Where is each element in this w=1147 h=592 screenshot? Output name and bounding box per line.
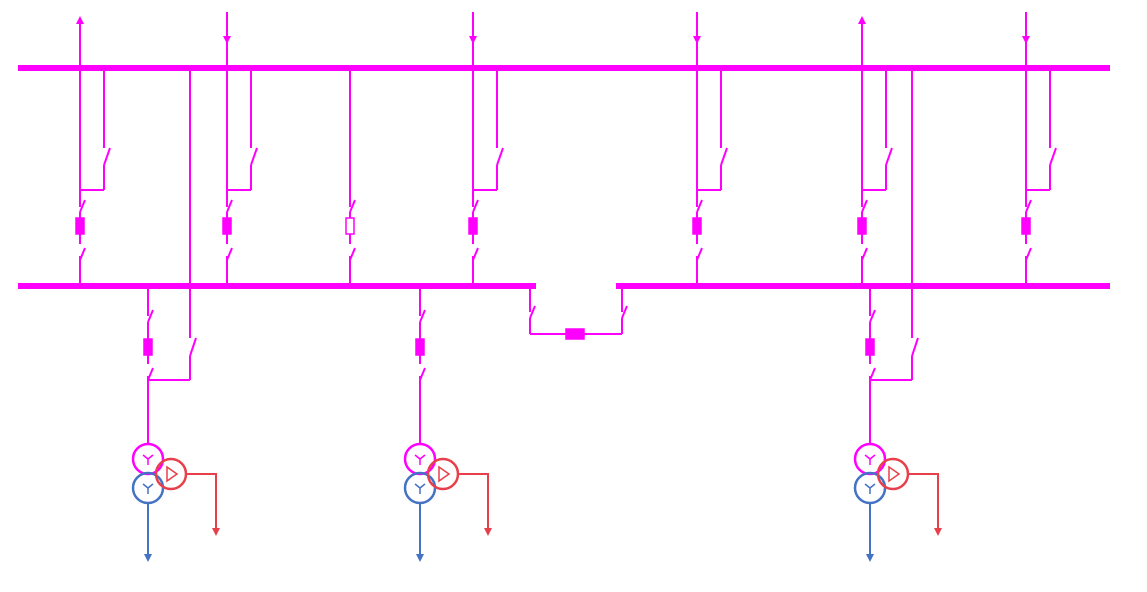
feeder-5-bypass-disconnector-blade [885, 147, 893, 166]
feeder-6-upper-disconnector-blade [1025, 199, 1032, 213]
transformer-2-mv-star-symbol [414, 483, 426, 494]
diagram-layer [18, 12, 1110, 562]
transformer-3-lv-output-lead [908, 473, 939, 528]
transformer-2-lv-delta-symbol [438, 465, 451, 483]
feeder-5-upper-disconnector-blade [861, 199, 868, 213]
feeder-6-bypass-disconnector-blade [1049, 147, 1057, 166]
feeder-2-upper-disconnector-blade [226, 199, 233, 213]
bus-section-breaker [565, 328, 585, 340]
transformer-3-lv-delta-symbol [888, 465, 901, 483]
feeder-1-bypass-disconnector-blade [103, 147, 111, 166]
feeder-3-upper-disconnector-blade [472, 199, 479, 213]
transformer-2-bay-upper-disconnector-blade [419, 309, 426, 323]
bus-section-right-disconnector-blade [621, 305, 628, 319]
closed-breaker-feeder-6 [1021, 217, 1031, 235]
feeder-3-bypass-disconnector-blade [496, 147, 504, 166]
closed-breaker-feeder-3 [468, 217, 478, 235]
bus-coupler-upper-disconnector-blade [349, 199, 356, 213]
transformer-2-lv-output-lead [458, 473, 489, 528]
transformer-3-bypass-disconnector-blade [911, 337, 919, 357]
transformer-1-bypass-disconnector-blade [189, 337, 197, 357]
transformer-1-lv-delta-symbol [166, 465, 179, 483]
feeder-2-bypass-disconnector-blade [250, 147, 258, 166]
transformer-2-lv-winding [426, 457, 460, 491]
feeder-4-bypass-disconnector-blade [720, 147, 728, 166]
transformer-3-lv-winding [876, 457, 910, 491]
open-breaker-bus-coupler [345, 217, 355, 235]
transformer-2-hv-star-symbol [414, 454, 426, 465]
transformer-1-mv-star-symbol [142, 483, 154, 494]
feeder-1-upper-disconnector-blade [79, 199, 86, 213]
transformer-1-hv-star-symbol [142, 454, 154, 465]
feeder-4-upper-disconnector-blade [696, 199, 703, 213]
closed-breaker-transformer-1-bay [143, 338, 153, 356]
transformer-3-mv-star-symbol [864, 483, 876, 494]
closed-breaker-transformer-2-bay [415, 338, 425, 356]
transformer-3-hv-star-symbol [864, 454, 876, 465]
bus-section-left-disconnector-blade [529, 305, 536, 319]
closed-breaker-feeder-5 [857, 217, 867, 235]
closed-breaker-transformer-3-bay [865, 338, 875, 356]
transformer-1-lv-winding [154, 457, 188, 491]
transformer-1-lv-output-lead [186, 473, 217, 528]
closed-breaker-feeder-1 [75, 217, 85, 235]
transformer-1-bay-upper-disconnector-blade [147, 309, 154, 323]
closed-breaker-feeder-2 [222, 217, 232, 235]
transformer-3-bay-upper-disconnector-blade [869, 309, 876, 323]
closed-breaker-feeder-4 [692, 217, 702, 235]
